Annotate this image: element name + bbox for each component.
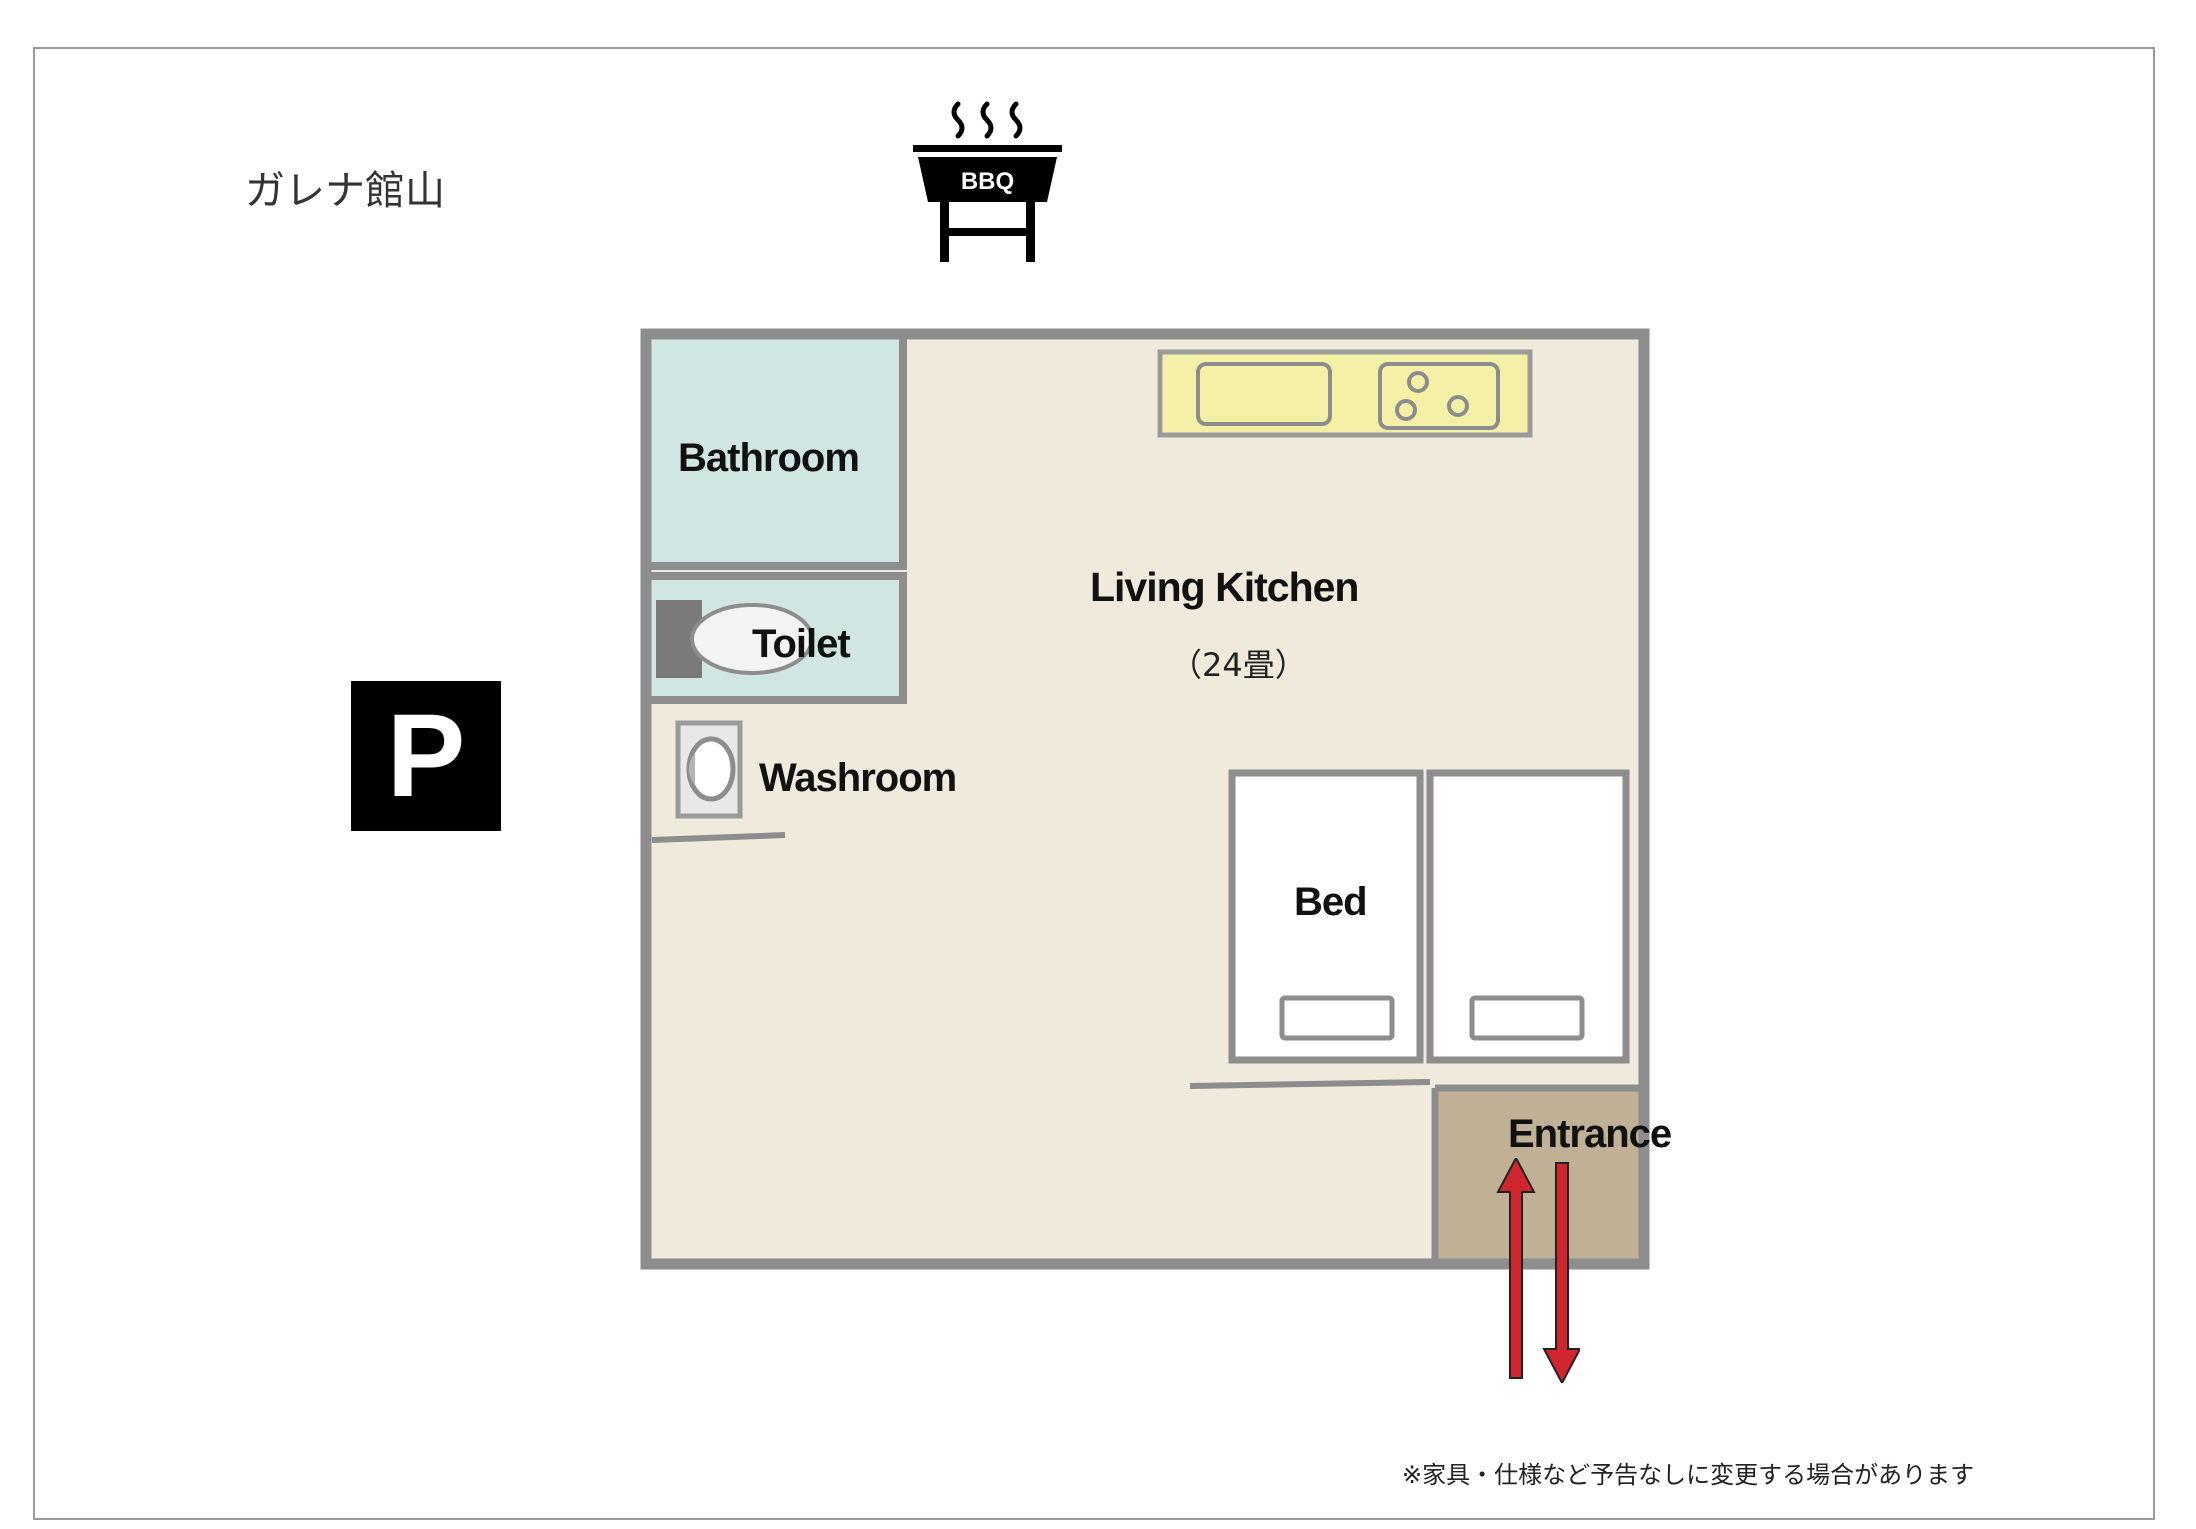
entrance-label: Entrance — [1508, 1112, 1672, 1156]
outer-wall — [640, 328, 1650, 1270]
living-kitchen-label: Living Kitchen — [1090, 564, 1359, 610]
floor-plan — [640, 328, 1650, 1270]
entrance-arrows-icon — [1496, 1158, 1580, 1383]
stove-icon — [1378, 362, 1500, 430]
pillow-left — [1279, 995, 1395, 1041]
pillow-right — [1469, 995, 1585, 1041]
entrance-area — [1435, 1090, 1640, 1260]
kitchen-sink-icon — [1196, 362, 1332, 426]
toilet-bowl — [690, 603, 814, 675]
washroom-label: Washroom — [759, 756, 957, 800]
page-frame — [33, 47, 2155, 1520]
toilet-label: Toilet — [752, 622, 851, 666]
bbq-grill-icon: BBQ — [913, 101, 1062, 262]
bbq-label: BBQ — [961, 168, 1014, 195]
property-title: ガレナ館山 — [245, 168, 445, 214]
bathroom-area — [648, 338, 903, 563]
bed-label: Bed — [1294, 880, 1368, 924]
disclaimer-note: ※家具・仕様など予告なしに変更する場合があります — [1402, 1461, 1975, 1489]
living-size-label: （24畳） — [1170, 646, 1307, 684]
bathroom-label: Bathroom — [678, 436, 860, 480]
parking-sign: P — [351, 681, 501, 831]
